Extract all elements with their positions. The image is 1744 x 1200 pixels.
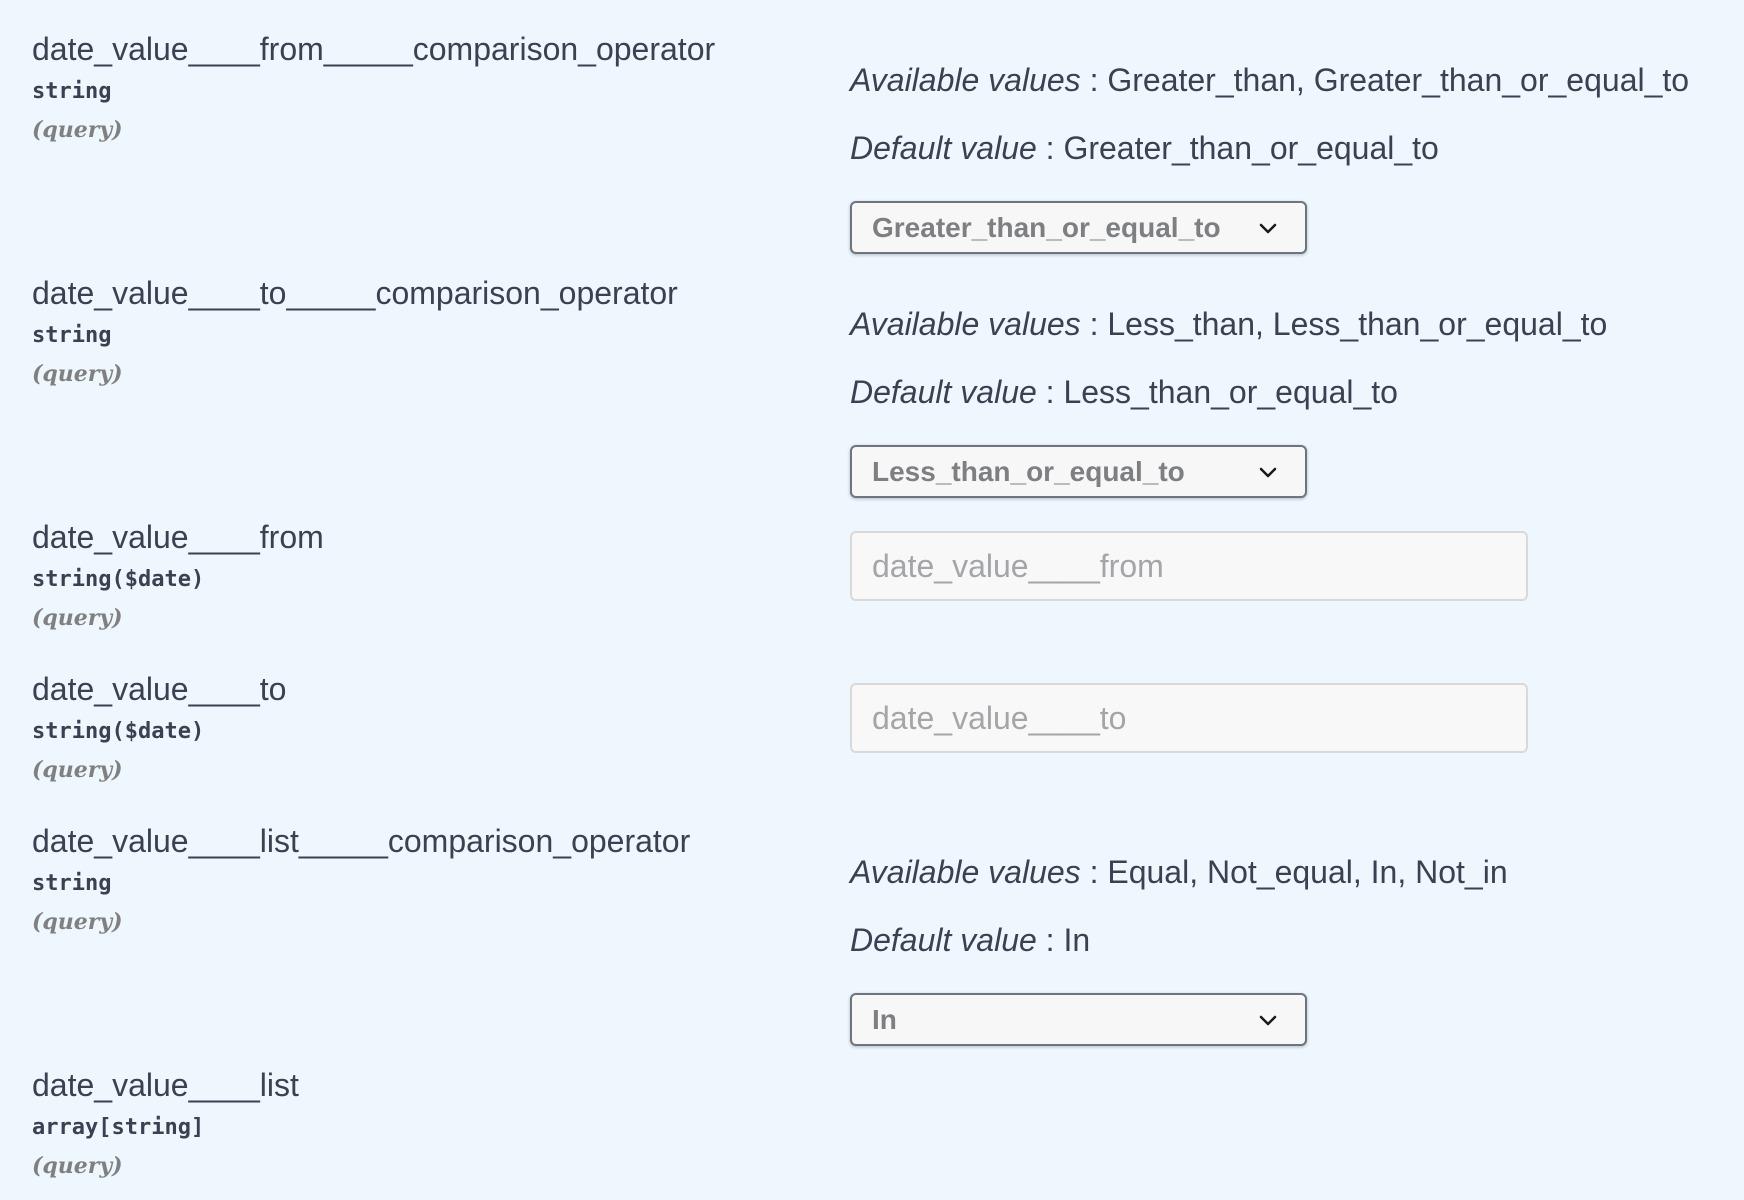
param-location: (query) (32, 757, 123, 783)
from-comparison-operator-select[interactable]: Greater_than_or_equal_to (850, 201, 1307, 254)
default-value-line: Default value : Greater_than_or_equal_to (850, 128, 1439, 168)
date-from-input[interactable] (850, 531, 1528, 601)
date-to-input[interactable] (850, 683, 1528, 753)
default-value: Greater_than_or_equal_to (1063, 130, 1439, 166)
separator: : (1080, 854, 1108, 890)
separator: : (1036, 130, 1064, 166)
param-location: (query) (32, 1153, 123, 1179)
param-name: date_value____from_____comparison_operat… (32, 31, 716, 67)
available-values-label: Available values (850, 306, 1081, 342)
select-value: In (872, 1004, 897, 1035)
param-name: date_value____to (32, 671, 287, 707)
param-name: date_value____list_____comparison_operat… (32, 823, 691, 859)
param-type: array[string] (32, 1115, 205, 1140)
default-value: Less_than_or_equal_to (1063, 374, 1398, 410)
chevron-down-icon (1259, 223, 1277, 234)
default-value-label: Default value (850, 374, 1037, 410)
separator: : (1036, 922, 1064, 958)
param-name: date_value____list (32, 1067, 299, 1103)
available-values-line: Available values : Less_than, Less_than_… (850, 304, 1607, 344)
param-type: string($date) (32, 567, 205, 592)
default-value-line: Default value : In (850, 920, 1090, 960)
param-name: date_value____from (32, 519, 324, 555)
default-value-label: Default value (850, 130, 1037, 166)
param-location: (query) (32, 605, 123, 631)
param-type: string($date) (32, 719, 205, 744)
default-value: In (1063, 922, 1091, 958)
available-values-label: Available values (850, 854, 1081, 890)
to-comparison-operator-select[interactable]: Less_than_or_equal_to (850, 445, 1307, 498)
param-location: (query) (32, 909, 123, 935)
available-values-line: Available values : Greater_than, Greater… (850, 60, 1689, 100)
list-comparison-operator-select[interactable]: In (850, 993, 1307, 1046)
available-values-label: Available values (850, 62, 1081, 98)
available-values-line: Available values : Equal, Not_equal, In,… (850, 852, 1508, 892)
select-value: Less_than_or_equal_to (872, 456, 1185, 487)
available-values: Less_than, Less_than_or_equal_to (1107, 306, 1608, 342)
separator: : (1080, 62, 1108, 98)
separator: : (1080, 306, 1108, 342)
param-location: (query) (32, 361, 123, 387)
chevron-down-icon (1259, 467, 1277, 478)
param-type: string (32, 79, 112, 104)
separator: : (1036, 374, 1064, 410)
available-values: Greater_than, Greater_than_or_equal_to (1107, 62, 1690, 98)
param-name: date_value____to_____comparison_operator (32, 275, 678, 311)
param-type: string (32, 871, 112, 896)
select-value: Greater_than_or_equal_to (872, 212, 1221, 243)
default-value-label: Default value (850, 922, 1037, 958)
default-value-line: Default value : Less_than_or_equal_to (850, 372, 1398, 412)
param-location: (query) (32, 117, 123, 143)
chevron-down-icon (1259, 1015, 1277, 1026)
param-type: string (32, 323, 112, 348)
available-values: Equal, Not_equal, In, Not_in (1107, 854, 1508, 890)
